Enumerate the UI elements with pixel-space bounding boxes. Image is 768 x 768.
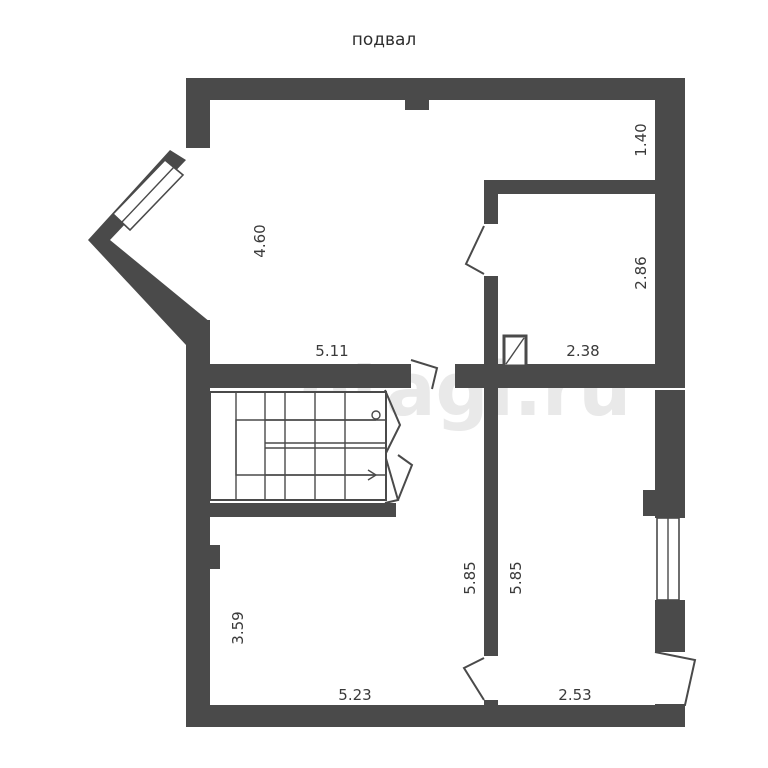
dim-small-room-width: 2.38	[566, 342, 599, 360]
door-hall	[410, 359, 439, 390]
window-right	[656, 517, 680, 601]
door-small-room	[464, 225, 485, 275]
dim-top-right: 1.40	[632, 123, 650, 156]
dim-hall-width: 5.11	[315, 342, 348, 360]
dim-left-room-height: 5.85	[461, 561, 479, 594]
dim-right-room-height: 5.85	[507, 561, 525, 594]
window-left	[111, 158, 185, 232]
interior-walls	[186, 100, 685, 715]
dim-bottom-left-height: 3.59	[229, 611, 247, 644]
dim-bottom-left-width: 5.23	[338, 686, 371, 704]
staircase	[209, 391, 387, 501]
door-bottom-left	[462, 657, 485, 701]
door-bottom-right	[654, 651, 697, 706]
dim-small-room-height: 2.86	[632, 256, 650, 289]
dim-bottom-right-width: 2.53	[558, 686, 591, 704]
utility-shaft	[502, 334, 528, 368]
dim-hall-height: 4.60	[251, 224, 269, 257]
floor-title: подвал	[351, 30, 417, 50]
